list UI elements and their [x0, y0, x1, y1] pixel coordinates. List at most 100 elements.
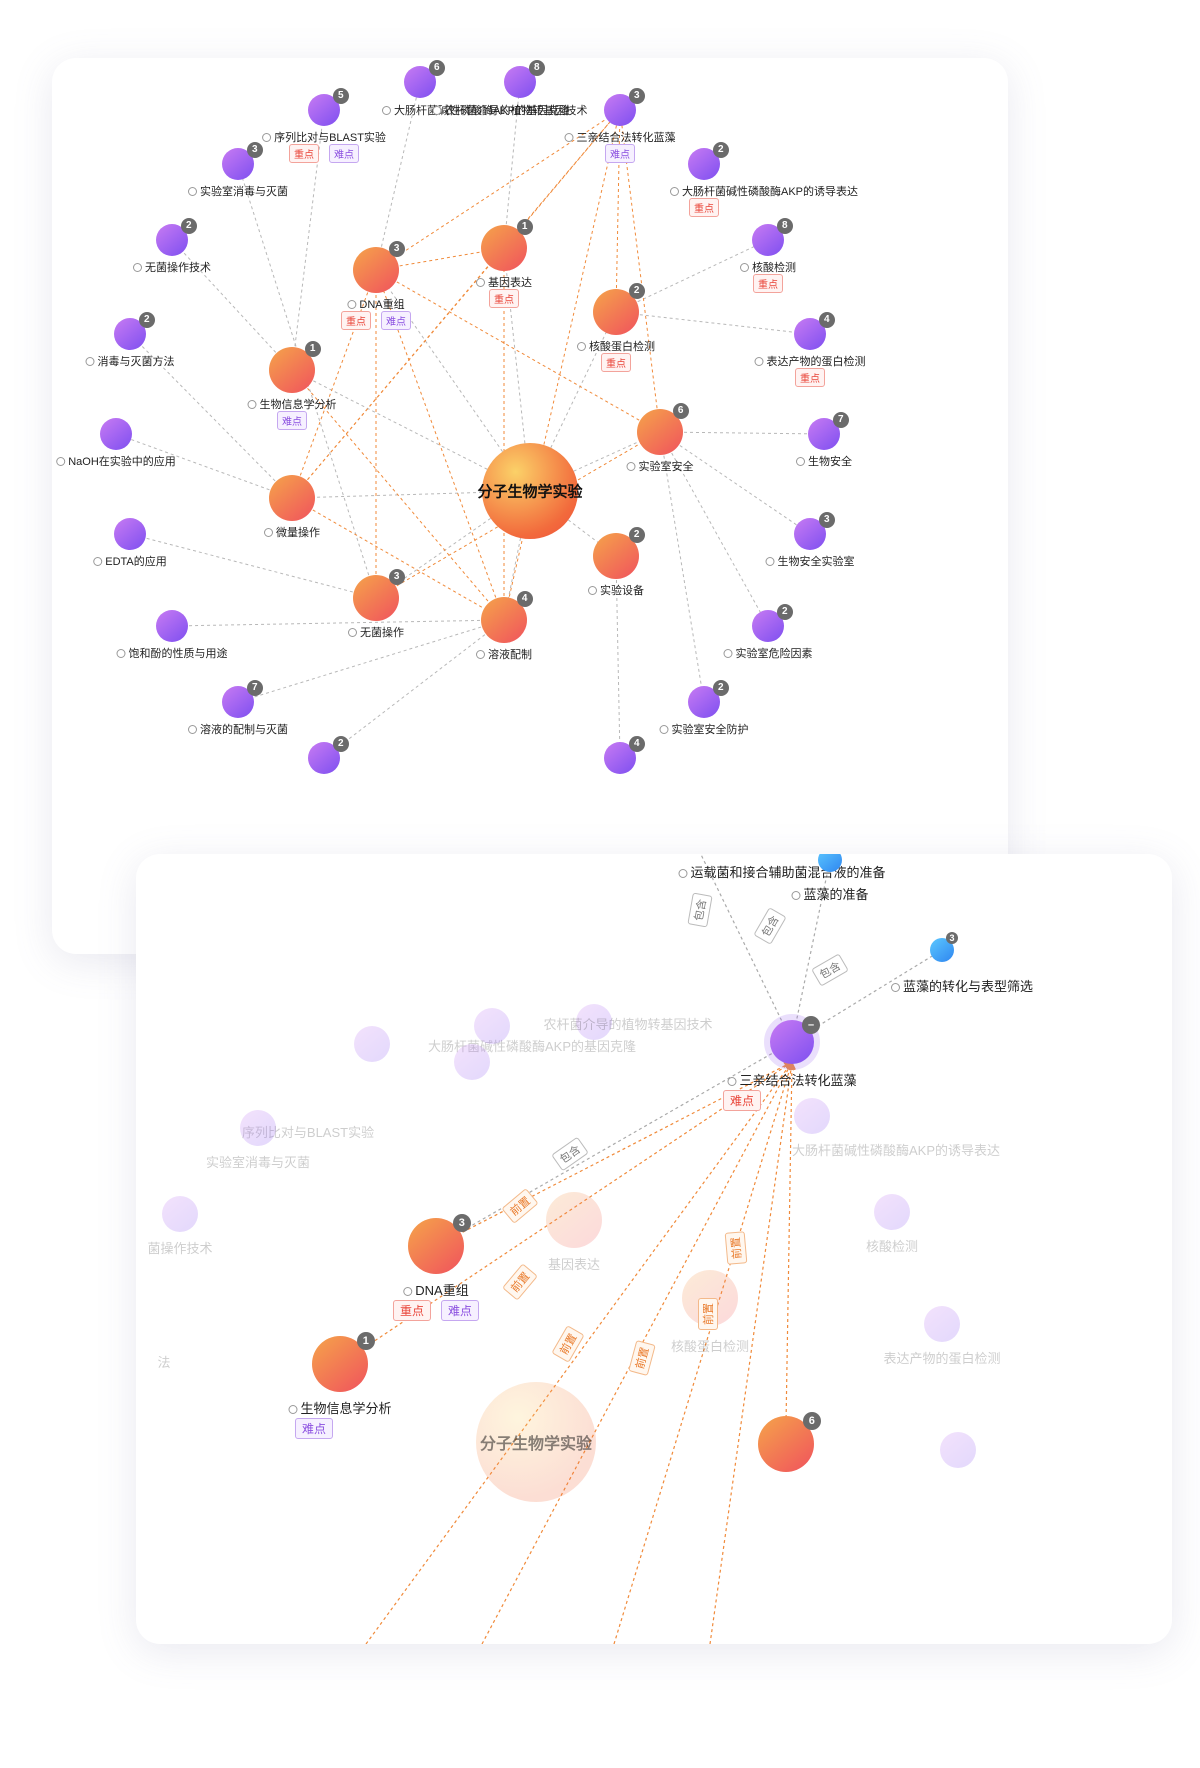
overview-node-edta[interactable]	[114, 518, 146, 550]
overview-node-label-wxys: 实验室危险因素	[723, 645, 813, 661]
overview-edge-sysaq-swaq	[659, 430, 825, 437]
node-dot-icon	[723, 649, 733, 658]
detail-edge-contains-2	[791, 949, 943, 1043]
overview-node-badge-ryp: 4	[516, 591, 533, 607]
overview-node-label-dna: DNA重组	[347, 296, 405, 312]
overview-node-label-swaq: 生物安全	[796, 453, 852, 469]
detail-child-text: 蓝藻的准备	[803, 887, 869, 902]
overview-node-naoh[interactable]	[100, 418, 132, 450]
overview-node-label-blast: 序列比对与BLAST实验	[262, 129, 386, 145]
overview-node-tag-swxx-0: 难点	[277, 411, 307, 430]
overview-node-text: 生物安全	[808, 456, 852, 468]
overview-node-badge-jyby: 1	[516, 219, 533, 235]
detail-graph-card: 大肠杆菌碱性磷酸酶AKP的基因克隆 农杆菌介导的植物转基因技术序列比对与BLAST…	[136, 854, 1172, 1644]
overview-edge-wlcz-jyby	[291, 247, 505, 499]
node-dot-icon	[347, 300, 357, 309]
detail-edge-contains-0	[700, 854, 793, 1043]
detail-child-node-1[interactable]	[818, 854, 842, 872]
overview-node-label-swxx: 生物信息学分析	[247, 396, 337, 412]
detail-node-label-1: 生物信息学分析	[288, 1398, 392, 1417]
overview-node-label-wjczjs: 无菌操作技术	[133, 259, 211, 275]
overview-node-text: 实验室消毒与灭菌	[200, 186, 288, 198]
overview-edge-wlcz-dna	[291, 269, 377, 499]
overview-edge-ryp-rypmj	[237, 619, 505, 704]
overview-node-bhf[interactable]	[156, 610, 188, 642]
overview-edge-dna-sysaq	[375, 269, 661, 433]
overview-node-badge-xdmj: 2	[138, 312, 155, 328]
overview-node-badge-sysb: 2	[628, 527, 645, 543]
detail-faded-node-8	[794, 1098, 830, 1134]
overview-edge-sysaq-swaqsys	[659, 431, 811, 535]
overview-node-label-zjy: 农杆菌介导的植物转基因技术	[432, 102, 588, 118]
overview-edge-sysaq-sqjh	[617, 109, 661, 433]
overview-node-label-ryp: 溶液配制	[476, 646, 532, 662]
node-dot-icon	[727, 1077, 737, 1086]
detail-node-badge-2: 6	[802, 1412, 821, 1430]
overview-node-text: 核酸蛋白检测	[589, 341, 655, 353]
overview-node-text: 生物安全实验室	[777, 556, 855, 568]
overview-node-badge-swaq: 7	[832, 412, 849, 428]
overview-edge-sysb-bot	[615, 555, 623, 759]
overview-edge-wjcz-edta	[129, 532, 377, 599]
detail-edge-contains-dna	[435, 1041, 793, 1247]
overview-node-text: 实验室危险因素	[735, 648, 813, 660]
overview-node-badge-sqjh: 3	[628, 88, 645, 104]
overview-edge-hsdb-bdjc	[615, 311, 811, 337]
detail-faded-node-5	[240, 1110, 276, 1146]
overview-node-text: 消毒与灭菌方法	[97, 356, 175, 368]
overview-node-tag-hsdb-0: 重点	[601, 353, 631, 372]
detail-faded-label-zjy: 农杆菌介导的植物转基因技术	[543, 1017, 713, 1032]
node-dot-icon	[403, 1287, 413, 1296]
overview-node-label-xdmj: 消毒与灭菌方法	[85, 353, 175, 369]
node-dot-icon	[432, 106, 442, 115]
detail-focus-tag: 难点	[722, 1090, 762, 1111]
overview-node-badge-bot: 4	[628, 736, 645, 752]
overview-node-badge-aqfh: 2	[712, 680, 729, 696]
node-dot-icon	[890, 983, 900, 992]
overview-node-text: 微量操作	[276, 527, 320, 539]
detail-child-label-2: 蓝藻的转化与表型筛选	[890, 976, 1033, 995]
detail-faded-label-blast: 序列比对与BLAST实验	[241, 1125, 375, 1140]
detail-faded-node-0	[354, 1026, 390, 1062]
detail-faded-node-2	[474, 1008, 510, 1044]
node-dot-icon	[247, 400, 257, 409]
overview-node-text: 农杆菌介导的植物转基因技术	[444, 105, 588, 117]
detail-faded-label-sysxd: 实验室消毒与灭菌	[205, 1155, 311, 1170]
overview-node-tag-blast-1: 难点	[329, 144, 359, 163]
detail-faded-node-7	[546, 1192, 602, 1248]
overview-edge-sysaq-wxys	[659, 431, 769, 627]
node-dot-icon	[188, 725, 197, 734]
overview-edge-hsdb-hsjc	[615, 239, 769, 313]
overview-node-label-sysaq: 实验室安全	[626, 458, 694, 474]
overview-node-text: 无菌操作	[360, 627, 404, 639]
overview-node-label-bdjc: 表达产物的蛋白检测	[754, 353, 866, 369]
overview-node-badge-blast: 5	[332, 88, 349, 104]
node-dot-icon	[381, 106, 391, 115]
overview-node-label-naoh: NaOH在实验中的应用	[56, 453, 176, 469]
overview-node-tag-dna-1: 难点	[381, 311, 411, 330]
detail-faded-label-akpjy: 大肠杆菌碱性磷酸酶AKP的基因克隆	[427, 1039, 637, 1054]
overview-node-wlcz[interactable]	[269, 475, 315, 521]
node-dot-icon	[116, 649, 126, 658]
overview-center-node[interactable]	[482, 443, 578, 539]
detail-edge-label-prereq-5: 前置	[698, 1298, 718, 1330]
node-dot-icon	[754, 357, 764, 366]
overview-node-tag-bdjc-0: 重点	[795, 368, 825, 387]
overview-edge-ryp-dna	[375, 269, 505, 621]
overview-node-tag-dna-0: 重点	[341, 311, 371, 330]
overview-node-text: 核酸检测	[752, 262, 796, 274]
node-dot-icon	[659, 725, 669, 734]
detail-focus-badge: –	[802, 1016, 820, 1034]
detail-edge-contains-1	[791, 859, 833, 1043]
detail-edge-prereq-2	[365, 1061, 793, 1644]
overview-node-label-hsjc: 核酸检测	[740, 259, 796, 275]
overview-node-label-rypmj: 溶液的配制与灭菌	[188, 721, 288, 737]
overview-node-text: 生物信息学分析	[259, 399, 337, 411]
overview-edge-dna-akpjy	[375, 81, 422, 271]
detail-faded-node-9	[874, 1194, 910, 1230]
node-dot-icon	[669, 187, 679, 196]
overview-edge-jyby-zjy	[503, 81, 523, 249]
detail-child-badge-2: 3	[946, 932, 958, 944]
detail-child-label-0: 运载菌和接合辅助菌混合液的准备	[678, 862, 886, 881]
